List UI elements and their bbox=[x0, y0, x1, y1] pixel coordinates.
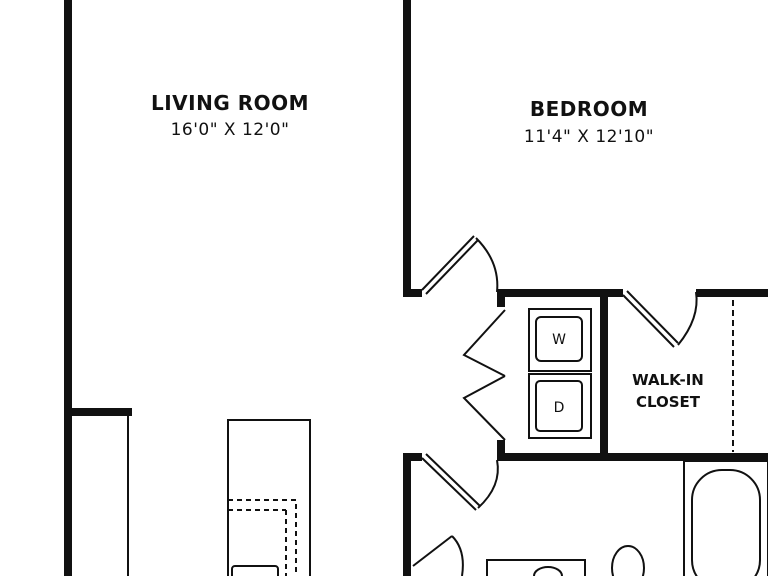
bedroom-dims: 11'4" X 12'10" bbox=[524, 127, 654, 147]
vanity bbox=[486, 559, 586, 576]
wall-laundry-left-lower bbox=[497, 440, 505, 460]
wall-laundry-left bbox=[497, 289, 505, 307]
door-bath-inner bbox=[412, 535, 453, 567]
island-dashed-outline bbox=[228, 499, 297, 576]
wall-kitchen-top bbox=[64, 408, 132, 416]
door-closet bbox=[622, 294, 675, 348]
living-room-dims: 16'0" X 12'0" bbox=[171, 120, 290, 140]
wall-laundry-right bbox=[600, 289, 608, 461]
closet-name-line1: WALK-IN bbox=[632, 371, 704, 389]
dryer-label: D bbox=[554, 400, 565, 416]
wall-closet-top bbox=[696, 289, 768, 297]
wall-living-bedroom bbox=[403, 0, 411, 296]
door-bedroom bbox=[421, 235, 475, 291]
wall-bedroom-bottom-left bbox=[403, 289, 422, 297]
door-bathroom bbox=[421, 457, 477, 511]
toilet bbox=[611, 545, 645, 576]
kitchen-island bbox=[227, 419, 311, 576]
laundry-appliances bbox=[528, 308, 592, 439]
walls bbox=[64, 0, 768, 576]
door-laundry-lower bbox=[462, 375, 506, 441]
wall-laundry-bottom bbox=[497, 453, 768, 461]
washer bbox=[528, 308, 592, 372]
doors bbox=[412, 235, 698, 576]
washer-label: W bbox=[552, 332, 566, 348]
door-laundry-upper bbox=[462, 309, 506, 377]
living-room-name: LIVING ROOM bbox=[151, 91, 309, 115]
vanity-sink bbox=[533, 566, 563, 576]
wall-left-outer bbox=[64, 0, 72, 576]
thin-lines bbox=[127, 300, 768, 576]
wall-bedroom-bottom-right bbox=[497, 289, 623, 297]
dryer bbox=[528, 373, 592, 439]
bathtub-inner bbox=[691, 469, 761, 576]
bathtub-outer bbox=[683, 460, 768, 576]
bedroom-name: BEDROOM bbox=[530, 97, 648, 121]
closet-name-line2: CLOSET bbox=[636, 393, 701, 411]
wall-bath-top-stub bbox=[403, 453, 422, 461]
wall-bath-left bbox=[403, 453, 411, 576]
island-sink bbox=[231, 565, 279, 576]
